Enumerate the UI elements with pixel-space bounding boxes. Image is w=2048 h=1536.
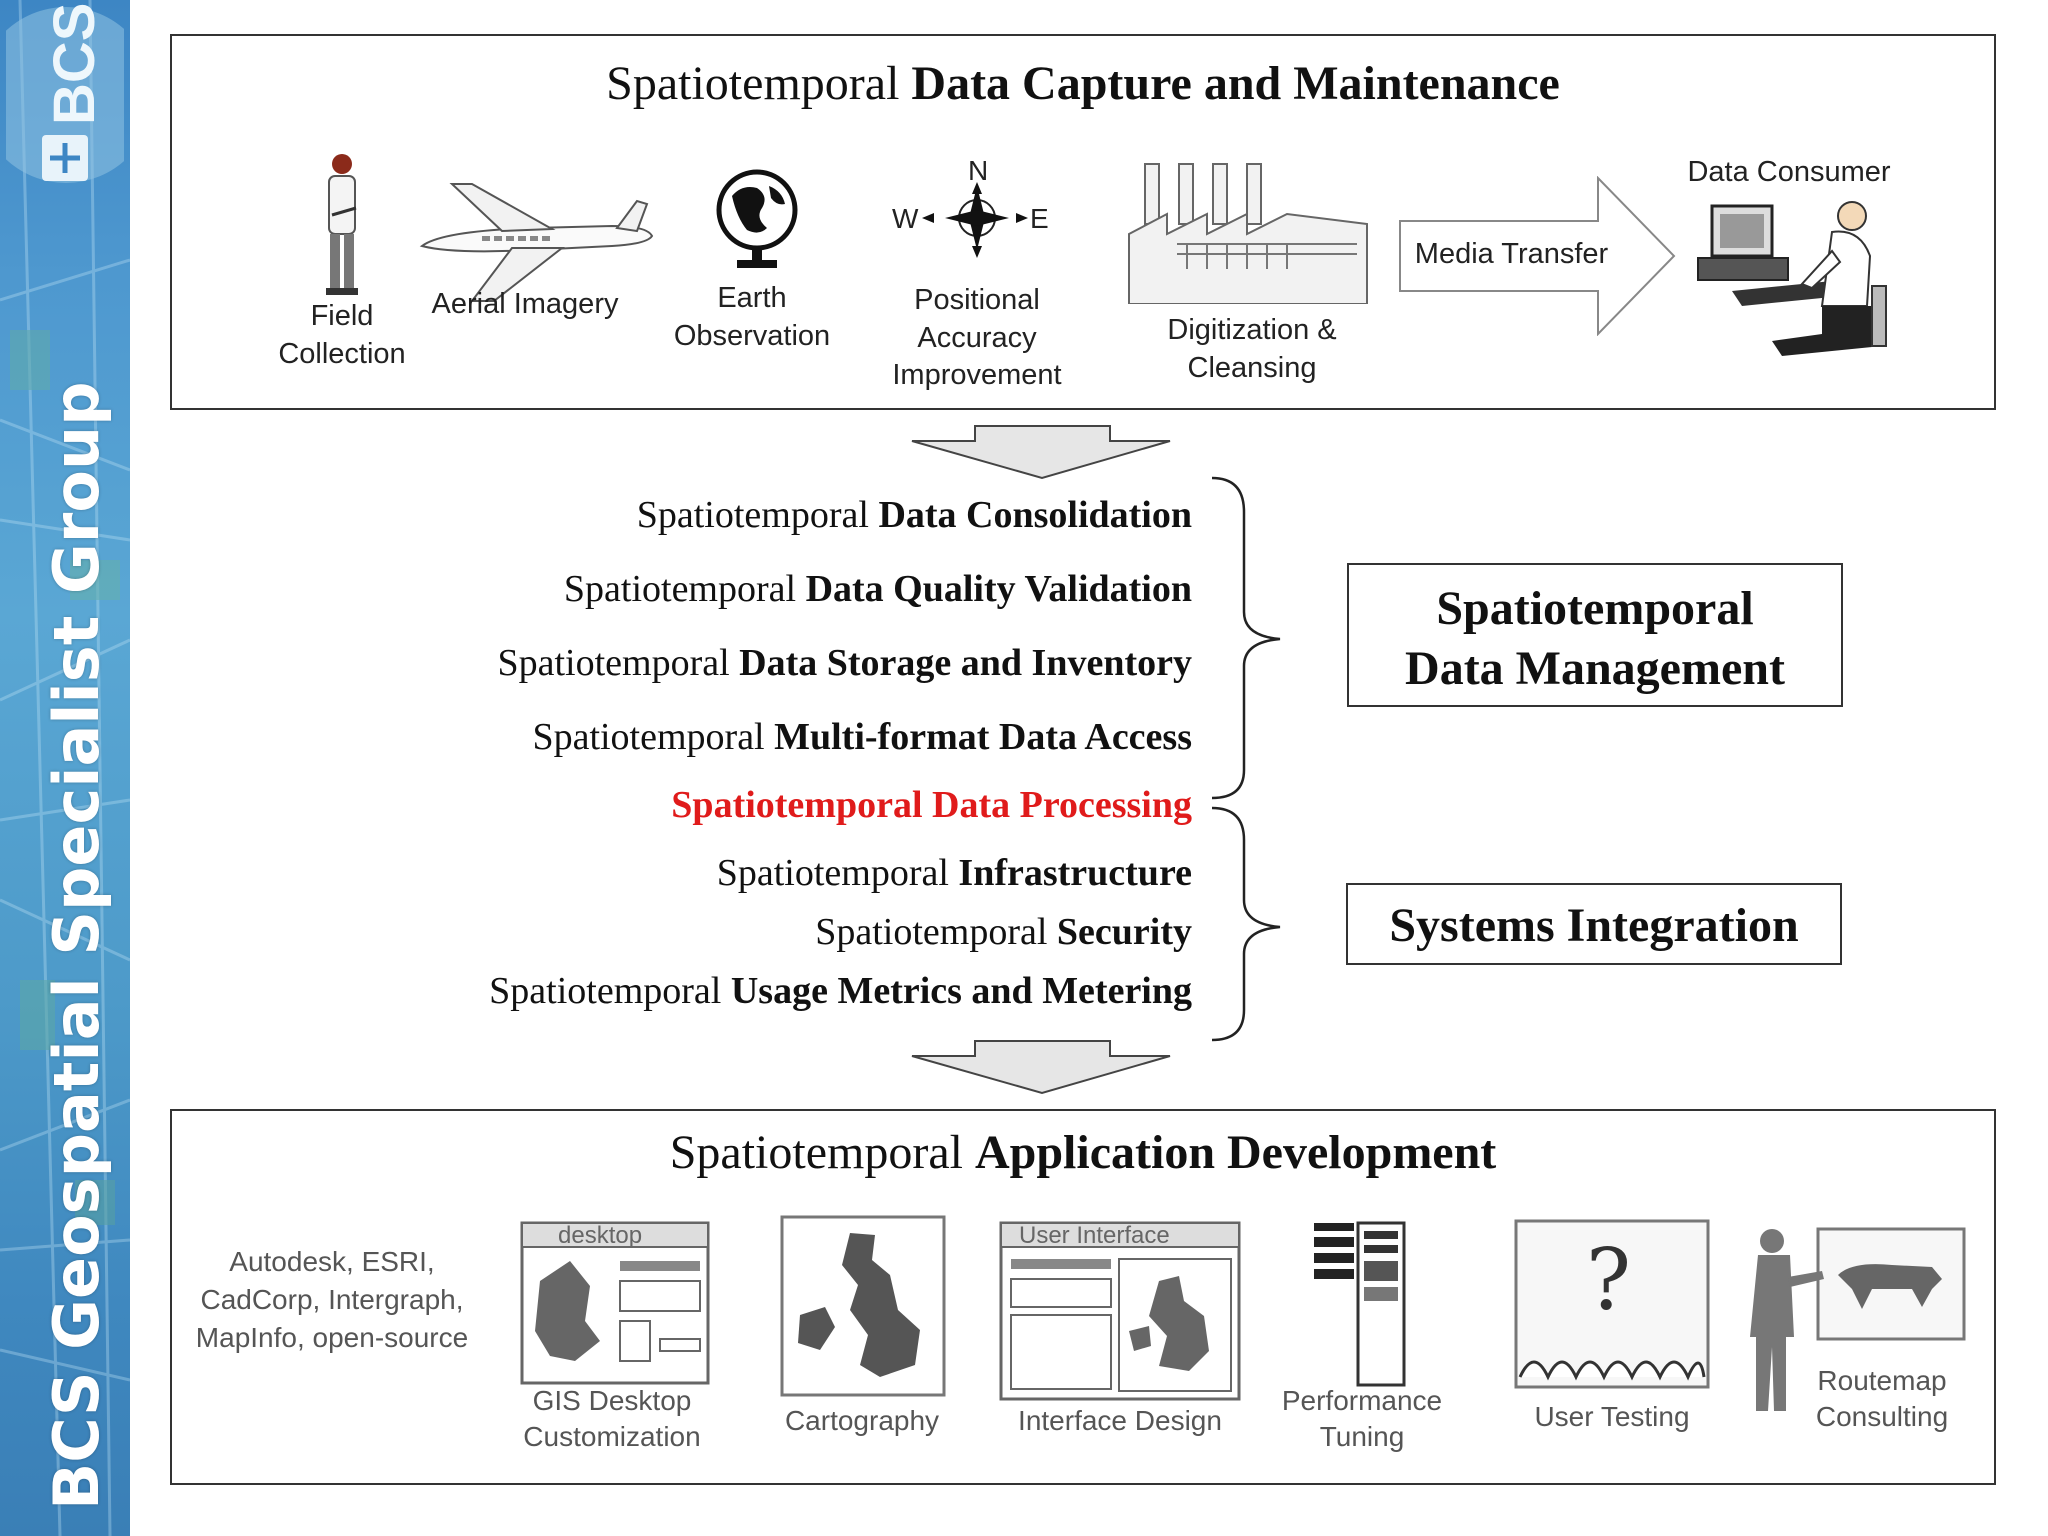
title-prefix: Spatiotemporal: [606, 57, 912, 110]
airplane-icon: [419, 183, 654, 302]
application-development-title: Spatiotemporal Application Development: [172, 1125, 1994, 1180]
uk-map-icon: [780, 1215, 946, 1397]
data-capture-panel: Spatiotemporal Data Capture and Maintena…: [170, 34, 1996, 410]
server-rack-icon: [1314, 1221, 1406, 1387]
data-management-box: Spatiotemporal Data Management: [1347, 563, 1843, 707]
media-transfer-label: Media Transfer: [1414, 238, 1609, 270]
globe-icon: [716, 169, 798, 268]
data-consumer-label: Data Consumer: [1687, 156, 1891, 188]
list-item-data-processing: Spatiotemporal Data Processing: [671, 784, 1192, 826]
logo-text: BCS: [42, 3, 107, 125]
list-item-multiformat-access: Spatiotemporal Multi-format Data Access: [532, 716, 1192, 758]
brace-systems-integration: [1211, 806, 1281, 1042]
user-testing-label: User Testing: [1534, 1401, 1690, 1432]
desktop-window-icon: desktop: [520, 1221, 710, 1385]
title-bold: Application Development: [974, 1126, 1497, 1179]
list-item-consolidation: Spatiotemporal Data Consolidation: [636, 494, 1192, 536]
brace-data-management: [1211, 476, 1281, 800]
svg-text:?: ?: [1586, 1231, 1631, 1329]
performance-tuning-label: Performance Tuning: [1281, 1385, 1443, 1453]
positional-accuracy-label: Positional Accuracy Improvement: [892, 284, 1062, 392]
arrow-right-icon: [1399, 176, 1676, 336]
list-item-infrastructure: Spatiotemporal Infrastructure: [716, 852, 1192, 894]
list-item-quality-validation: Spatiotemporal Data Quality Validation: [563, 568, 1192, 610]
data-capture-title: Spatiotemporal Data Capture and Maintena…: [172, 56, 1994, 111]
routemap-consulting-label: Routemap Consulting: [1815, 1365, 1949, 1433]
aerial-imagery-label: Aerial Imagery: [431, 288, 619, 320]
list-item-storage-inventory: Spatiotemporal Data Storage and Inventor…: [497, 642, 1192, 684]
title-bold: Data Capture and Maintenance: [911, 57, 1560, 110]
compass-w: W: [892, 203, 919, 234]
desktop-caption: desktop: [558, 1222, 642, 1249]
question-mark-icon: ?: [1514, 1219, 1710, 1389]
computer-user-icon: [1697, 201, 1887, 356]
interface-design-label: Interface Design: [1018, 1405, 1222, 1436]
field-collection-label: Field Collection: [278, 300, 406, 370]
factory-icon: [1128, 163, 1368, 304]
application-development-panel: Spatiotemporal Application Development A…: [170, 1109, 1996, 1485]
compass-n: N: [968, 155, 988, 186]
vendors-text: Autodesk, ESRI, CadCorp, Intergraph, Map…: [195, 1246, 469, 1353]
systems-integration-box: Systems Integration: [1346, 883, 1842, 965]
data-management-line2: Data Management: [1405, 642, 1785, 695]
gis-desktop-label: GIS Desktop Customization: [523, 1385, 701, 1453]
systems-integration-label: Systems Integration: [1389, 899, 1799, 952]
presenter-icon: [1750, 1227, 1966, 1411]
sidebar-band: BCS BCS Geospatial Specialist Group: [0, 0, 130, 1536]
cartography-label: Cartography: [784, 1405, 940, 1436]
user-interface-icon: User Interface: [999, 1221, 1241, 1401]
digitization-label: Digitization & Cleansing: [1167, 314, 1337, 384]
interface-caption: User Interface: [1019, 1222, 1170, 1249]
data-management-line1: Spatiotemporal: [1436, 582, 1754, 635]
list-item-usage-metrics: Spatiotemporal Usage Metrics and Meterin…: [489, 970, 1192, 1012]
field-worker-icon: [326, 154, 358, 295]
down-arrow-bottom: [911, 1040, 1171, 1095]
title-prefix: Spatiotemporal: [669, 1126, 975, 1179]
compass-icon: N W E: [892, 155, 1049, 258]
compass-e: E: [1030, 203, 1049, 234]
bcs-logo: BCS: [0, 0, 130, 200]
map-background-pattern: [0, 0, 130, 1536]
down-arrow-top: [911, 425, 1171, 480]
earth-observation-label: Earth Observation: [673, 282, 831, 352]
list-item-security: Spatiotemporal Security: [815, 911, 1192, 953]
